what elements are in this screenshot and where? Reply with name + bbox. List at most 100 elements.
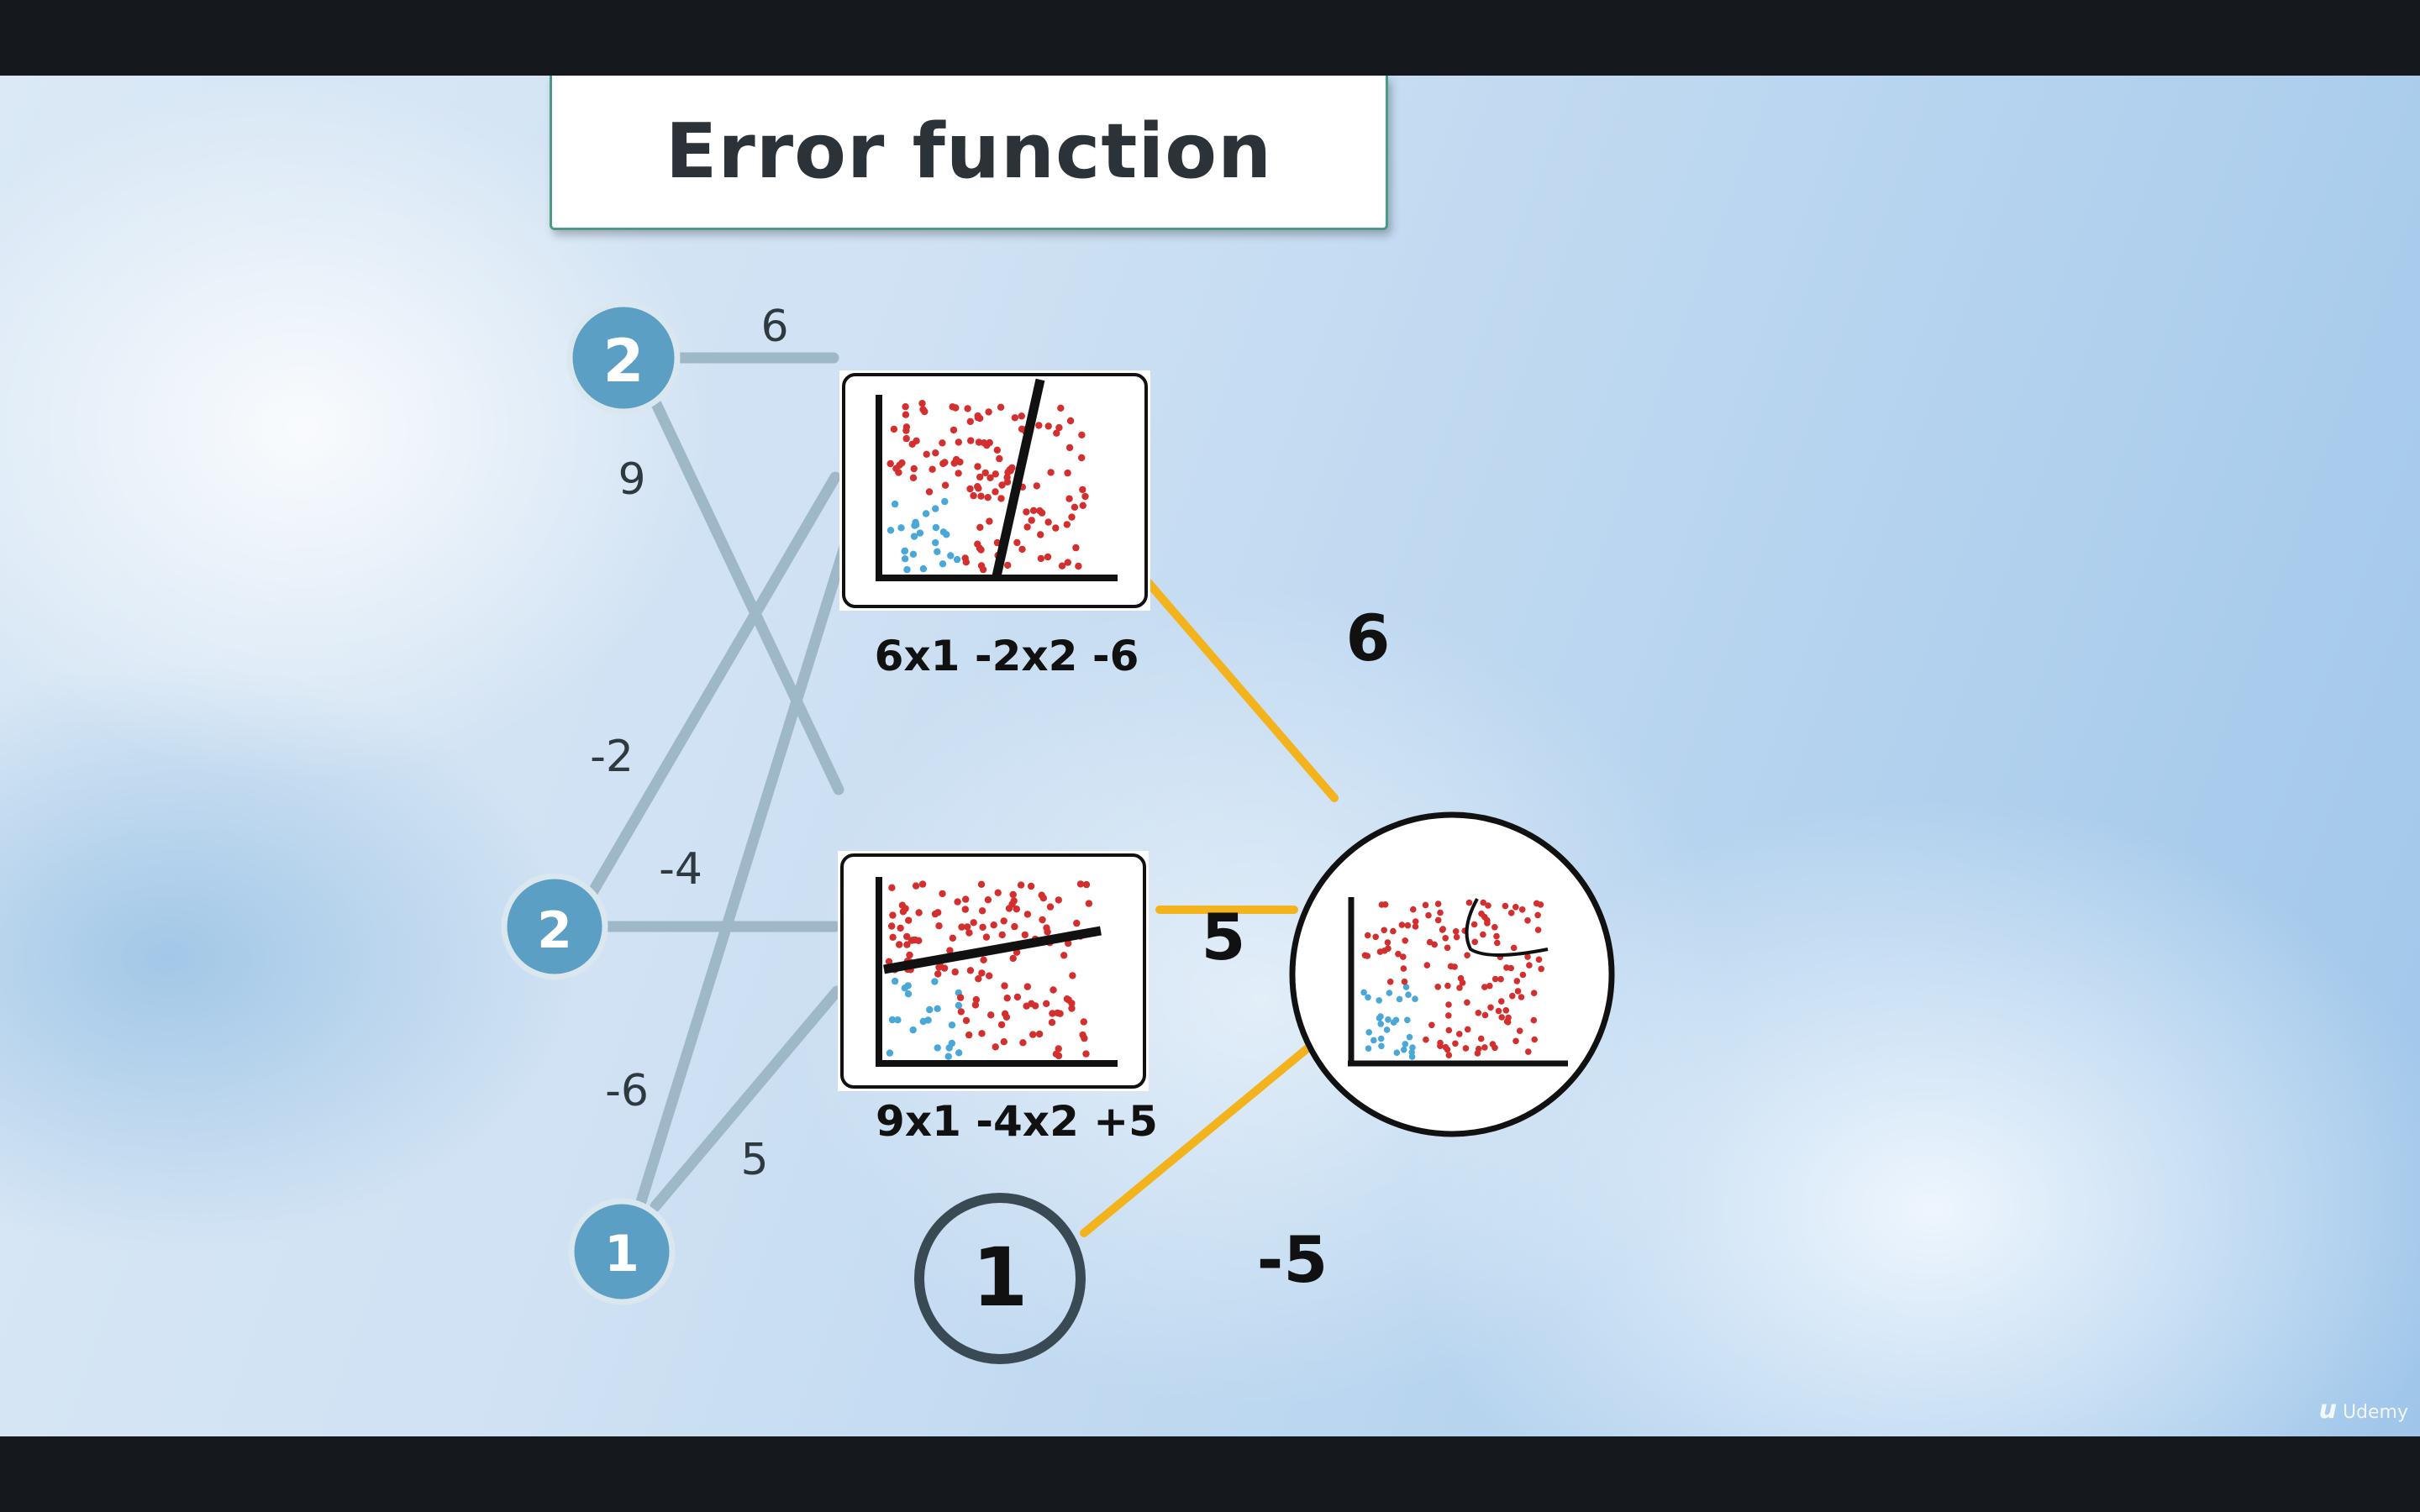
hidden-node-1-plot — [839, 370, 1150, 611]
scatter-point — [897, 924, 904, 932]
scatter-point — [910, 533, 918, 540]
scatter-point — [941, 497, 949, 506]
scatter-point — [1491, 975, 1499, 983]
scatter-point — [966, 967, 975, 974]
scatter-point — [946, 947, 954, 954]
scatter-point — [934, 1005, 941, 1013]
scatter-point — [1494, 939, 1501, 947]
scatter-point — [924, 1016, 932, 1024]
scatter-point — [1510, 944, 1518, 952]
scatter-point — [1073, 919, 1081, 927]
scatter-point — [912, 936, 919, 944]
input-node-1: 2 — [566, 301, 681, 415]
scatter-point — [901, 555, 909, 563]
scatter-point — [1058, 562, 1066, 570]
scatter-point — [984, 494, 992, 501]
scatter-point — [978, 1030, 986, 1037]
udemy-logo-icon: u — [2318, 1395, 2337, 1425]
scatter-point — [916, 529, 924, 537]
scatter-point — [1518, 906, 1526, 913]
scatter-point — [932, 449, 939, 457]
scatter-point — [1409, 1044, 1416, 1051]
hidden-equation-1: 6x1 -2x2 -6 — [875, 632, 1139, 680]
scatter-point — [1013, 906, 1021, 913]
scatter-point — [915, 909, 923, 916]
scatter-point — [1361, 952, 1369, 959]
scatter-point — [1035, 422, 1043, 429]
scatter-point — [1456, 1031, 1463, 1037]
scatter-point — [1495, 1007, 1502, 1015]
scatter-point — [1398, 921, 1406, 928]
scatter-point — [1001, 1010, 1009, 1018]
scatter-point — [892, 465, 900, 472]
scatter-point — [944, 1053, 952, 1060]
scatter-point — [956, 994, 965, 1001]
input-node-label: 2 — [603, 327, 644, 396]
scatter-point — [1452, 928, 1460, 935]
scatter-point — [1477, 1035, 1485, 1042]
scatter-point — [1464, 1026, 1471, 1033]
boundary-line — [883, 926, 1102, 974]
scatter-point — [1428, 1021, 1435, 1029]
scatter-point — [994, 889, 1002, 896]
scatter-point — [1055, 1045, 1062, 1053]
scatter-point — [1412, 923, 1419, 930]
scatter-point — [1023, 911, 1032, 918]
scatter-point — [955, 1001, 963, 1010]
scatter-point — [905, 916, 913, 924]
scatter-point — [939, 560, 947, 568]
scatter-point — [1068, 513, 1076, 521]
scatter-point — [886, 527, 895, 534]
scatter-point — [1029, 507, 1038, 514]
scatter-point — [1003, 478, 1012, 486]
scatter-point — [897, 524, 905, 532]
scatter-point — [1393, 1049, 1401, 1056]
scatter-point — [902, 423, 911, 431]
scatter-point — [975, 975, 982, 983]
scatter-point — [1475, 1010, 1482, 1016]
scatter-point — [906, 951, 913, 959]
scatter-point — [1378, 1042, 1385, 1050]
scatter-point — [1065, 939, 1072, 948]
scatter-point — [1383, 1026, 1391, 1033]
scatter-point — [1068, 1000, 1076, 1007]
weight-label: 9 — [618, 454, 645, 505]
scatter-point — [1365, 1045, 1372, 1052]
scatter-point — [1055, 423, 1063, 432]
scatter-point — [1381, 927, 1387, 934]
scatter-point — [1509, 992, 1516, 1000]
weight-label: -4 — [659, 844, 702, 895]
scatter-point — [1404, 1016, 1411, 1024]
scatter-point — [955, 470, 962, 477]
scatter-point — [1471, 938, 1478, 946]
output-weight-label: -5 — [1257, 1222, 1328, 1297]
boundary-curve — [1465, 898, 1549, 957]
scatter-point — [1405, 991, 1412, 998]
scatter-point — [971, 1001, 980, 1009]
scatter-point — [1400, 1046, 1407, 1053]
title-box: Error function — [550, 76, 1388, 230]
scatter-point — [1512, 904, 1519, 911]
scatter-point — [1502, 902, 1509, 910]
scatter-point — [1081, 1034, 1088, 1042]
scatter-point — [1050, 986, 1057, 994]
scatter-point — [1078, 431, 1086, 438]
scatter-point — [939, 439, 946, 447]
scatter-point — [1066, 417, 1075, 425]
scatter-point — [939, 528, 948, 536]
scatter-point — [1036, 507, 1044, 515]
scatter-point — [1478, 911, 1485, 917]
scatter-point — [979, 565, 987, 574]
scatter-point — [1489, 1041, 1497, 1047]
scatter-point — [1364, 932, 1371, 939]
network-diagram: 2 2 1 6 9 -2 -4 -6 5 6x1 -2x2 -6 — [501, 301, 1615, 1364]
scatter-point — [996, 454, 1003, 463]
scatter-point — [1063, 995, 1071, 1003]
scatter-point — [909, 1026, 917, 1034]
scatter-point — [888, 922, 896, 930]
scatter-point — [1390, 1019, 1397, 1026]
scatter-point — [1029, 1031, 1037, 1038]
scatter-point — [972, 995, 981, 1004]
scatter-point — [962, 1016, 971, 1025]
scatter-point — [1065, 444, 1074, 452]
